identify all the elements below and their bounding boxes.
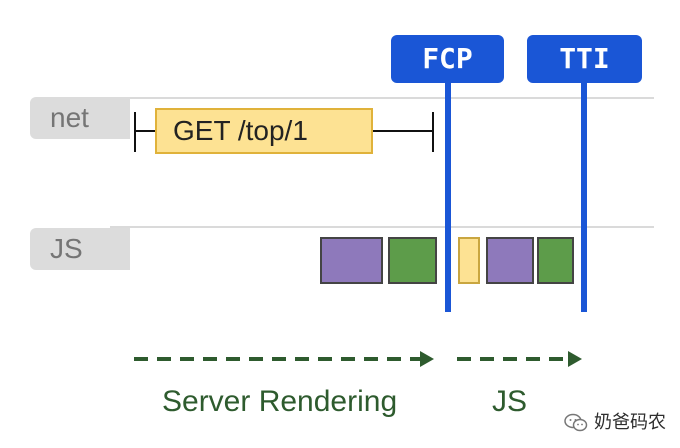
watermark-text: 奶爸码农 [594, 412, 666, 432]
tti-marker-line [581, 72, 587, 312]
server-rendering-arrowhead [420, 351, 434, 367]
js-block-small [458, 237, 480, 284]
js-lane-line [110, 226, 654, 228]
request-start-whisker [134, 130, 156, 132]
tti-marker-label: TTI [527, 35, 642, 83]
js-block-render [537, 237, 574, 284]
fcp-marker-label: FCP [391, 35, 504, 83]
wechat-icon [564, 414, 588, 432]
net-lane-label: net [30, 97, 130, 139]
js-block-script [320, 237, 383, 284]
js-phase-arrowhead [568, 351, 582, 367]
request-end-whisker [373, 130, 433, 132]
js-block-render [388, 237, 437, 284]
request-end-tick [432, 112, 434, 152]
watermark: 奶爸码农 [564, 408, 666, 434]
js-lane-label: JS [30, 228, 130, 270]
net-lane-line [110, 97, 654, 99]
fcp-marker-line [445, 72, 451, 312]
request-start-tick [134, 112, 136, 152]
server-rendering-label: Server Rendering [162, 385, 398, 418]
js-block-script [486, 237, 534, 284]
request-box: GET /top/1 [155, 108, 373, 154]
js-phase-label: JS [492, 385, 528, 418]
